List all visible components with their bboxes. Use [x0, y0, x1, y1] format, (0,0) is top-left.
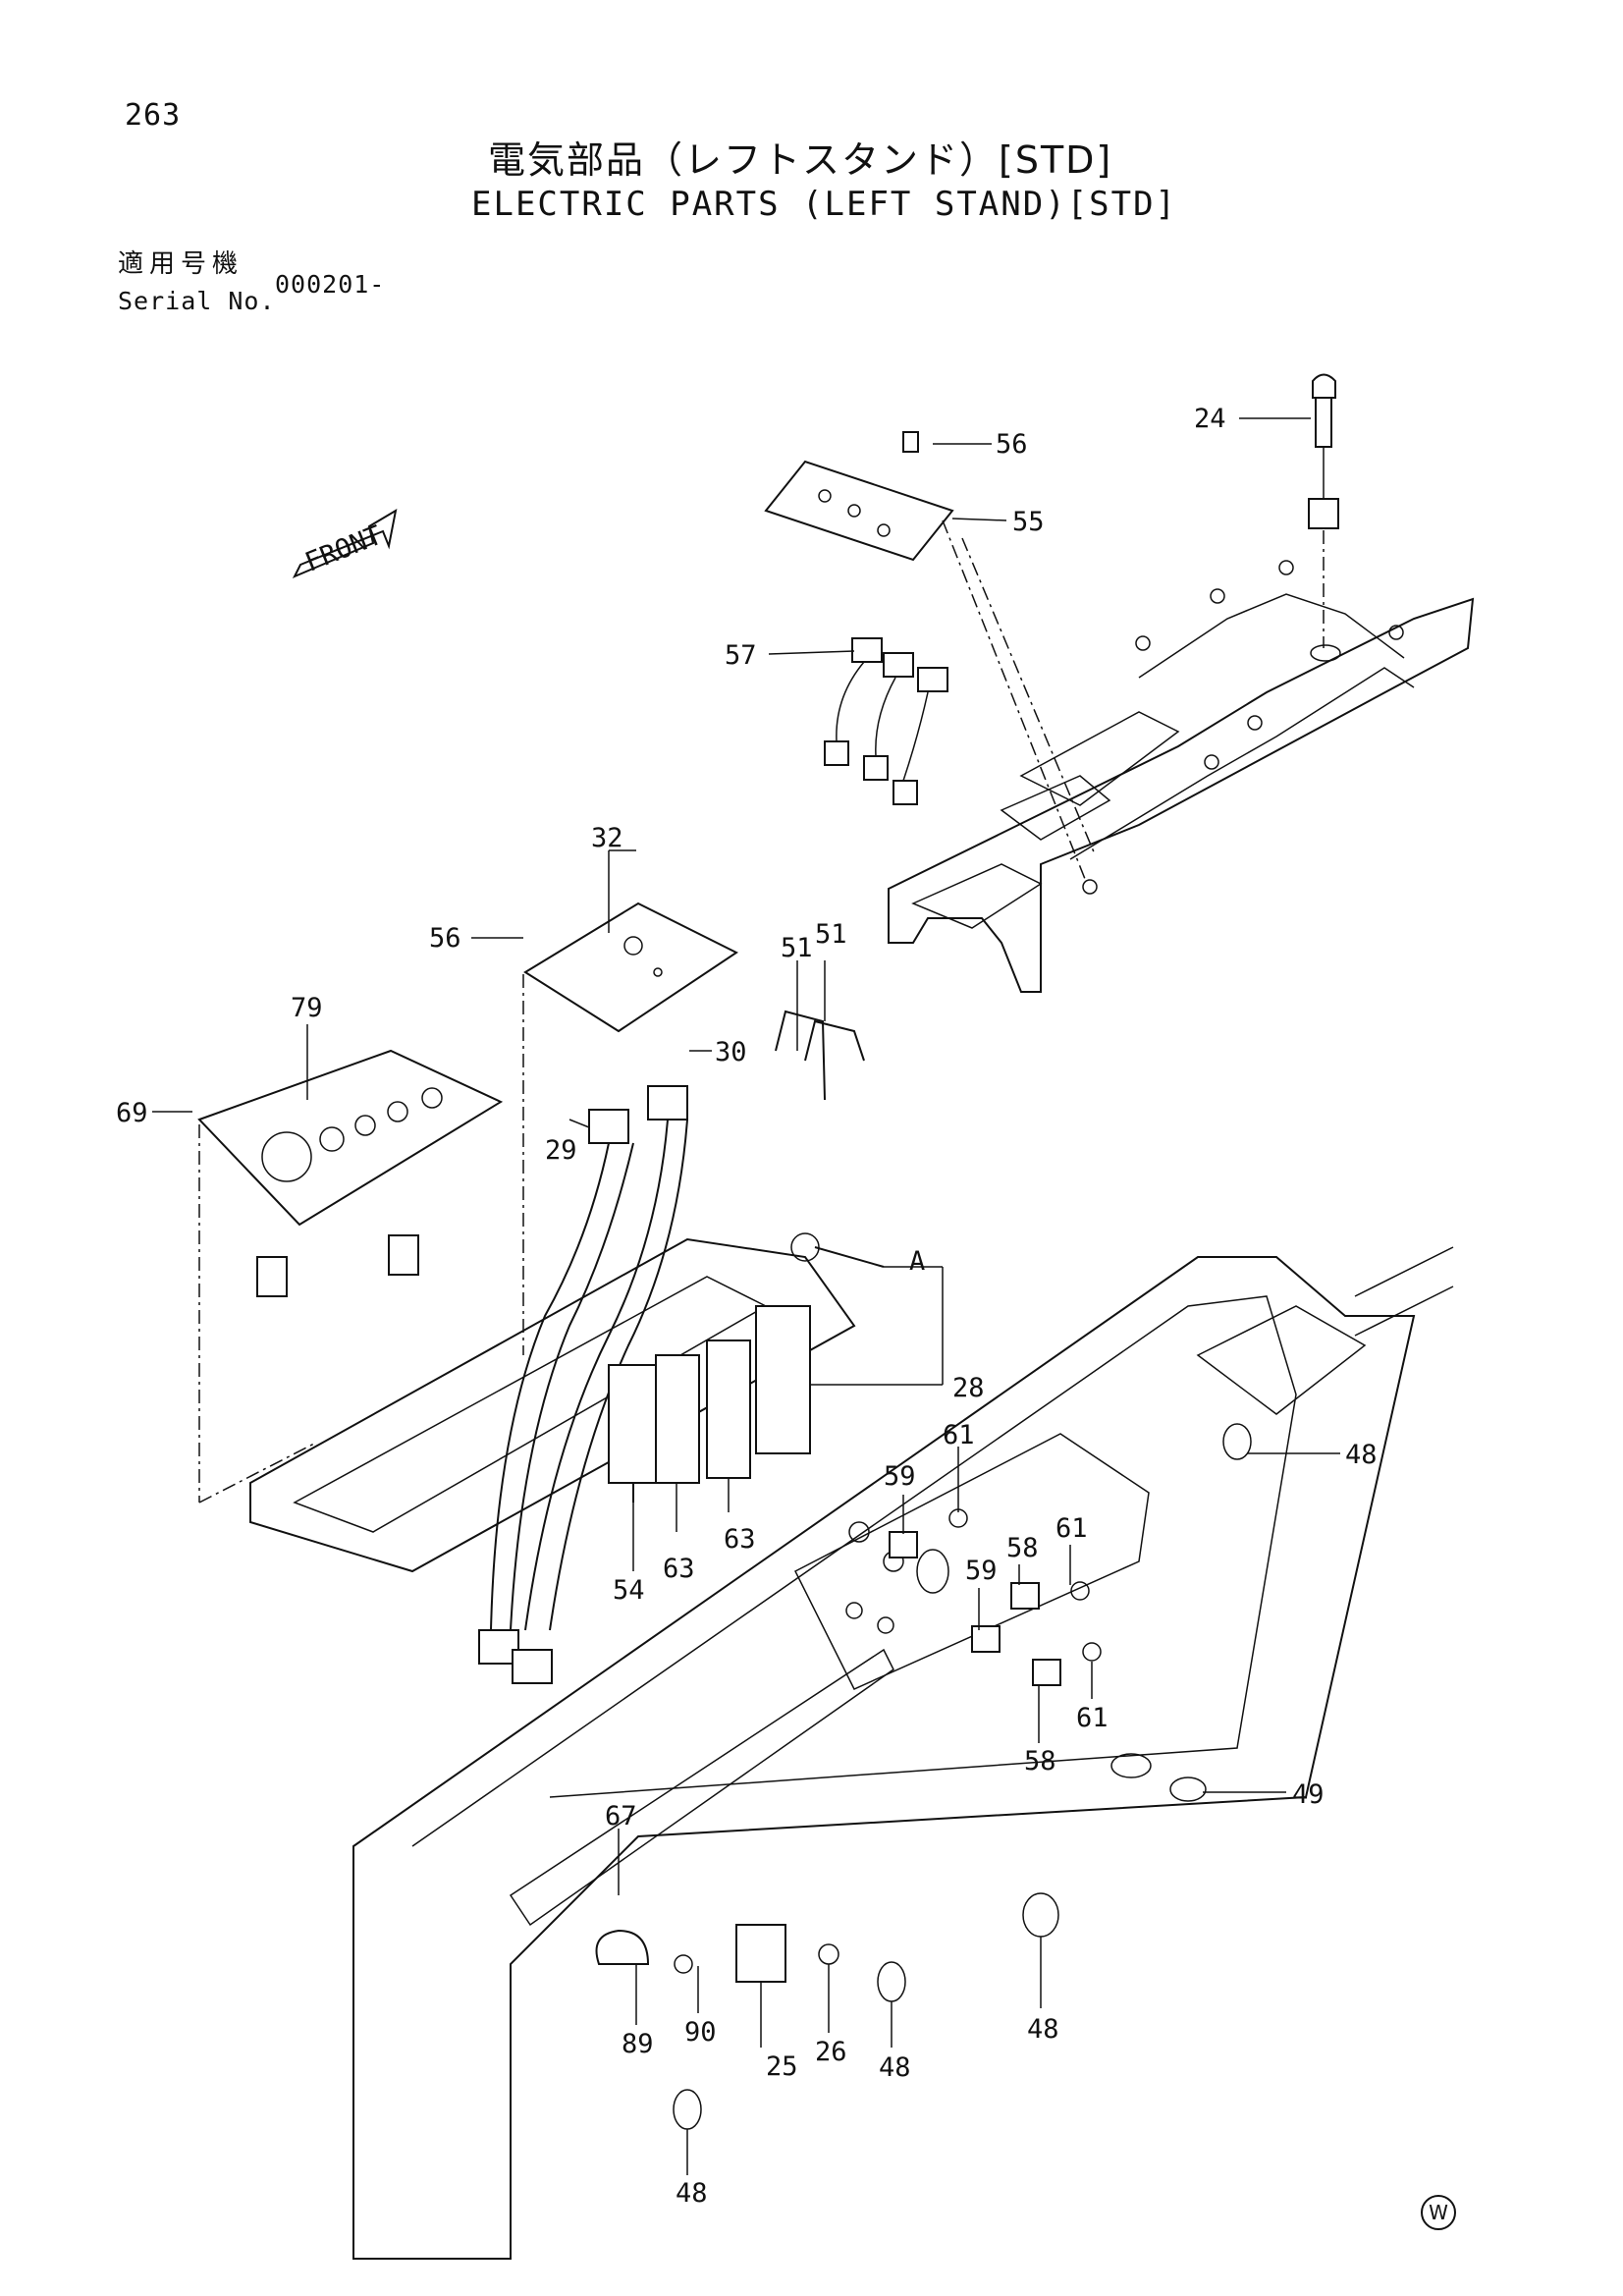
callout-55: 55 — [1012, 507, 1045, 537]
callout-61-lower: 61 — [1076, 1703, 1109, 1733]
lower-stand-frame — [352, 1246, 1454, 2260]
callout-29: 29 — [545, 1135, 577, 1166]
callout-30: 30 — [715, 1037, 747, 1067]
callout-26: 26 — [815, 2037, 847, 2067]
mounting-plate-part-32 — [522, 902, 738, 1355]
callout-32: 32 — [591, 823, 623, 853]
callout-25: 25 — [766, 2051, 798, 2082]
u-bolt-parts-51 — [775, 1010, 865, 1101]
callout-24: 24 — [1194, 404, 1226, 434]
callout-63-right: 63 — [724, 1524, 756, 1555]
callout-56-mid: 56 — [429, 923, 461, 954]
callout-48-right: 48 — [1345, 1440, 1378, 1470]
callout-56-top: 56 — [996, 429, 1028, 460]
clamps-48-49 — [673, 1423, 1252, 2130]
cover-plate-part-55 — [764, 431, 1096, 880]
callout-89: 89 — [622, 2029, 654, 2059]
upper-stand-frame — [888, 560, 1475, 993]
callout-51-right: 51 — [815, 919, 847, 950]
callout-49: 49 — [1292, 1779, 1325, 1810]
watermark-logo: W — [1421, 2195, 1456, 2230]
callout-48-lower: 48 — [879, 2052, 911, 2083]
callout-61-upper: 61 — [943, 1420, 975, 1450]
key-switch-assembly-part-28 — [608, 1232, 885, 1503]
title-english: ELECTRIC PARTS (LEFT STAND)[STD] — [471, 185, 1178, 224]
callout-labels: 24 56 55 57 32 56 51 51 79 30 69 29 A 28… — [116, 404, 1378, 2209]
toggle-switches-29-30 — [478, 1085, 688, 1684]
switch-panel-part-79 — [197, 1049, 504, 1503]
callout-63-left: 63 — [663, 1554, 695, 1584]
callout-58-lower: 58 — [1024, 1746, 1056, 1777]
callout-59-upper: 59 — [884, 1461, 916, 1492]
callout-51-left: 51 — [781, 933, 813, 963]
lamp-part-24 — [1308, 373, 1339, 648]
page-number: 263 — [125, 98, 182, 133]
callout-28: 28 — [952, 1373, 985, 1403]
callout-58-upper: 58 — [1006, 1533, 1039, 1563]
front-arrow-label: FRONT — [301, 520, 387, 578]
title-japanese: 電気部品（レフトスタンド）[STD] — [488, 138, 1113, 182]
callout-48-center: 48 — [1027, 2014, 1059, 2045]
serial-label-japanese: 適用号機 — [118, 249, 244, 279]
switch-assembly-part-57 — [824, 637, 948, 805]
relay-part-25 — [595, 1924, 839, 1983]
front-arrow-icon: FRONT — [292, 509, 398, 578]
callout-59-lower: 59 — [965, 1556, 998, 1586]
leader-lines — [152, 417, 1340, 2175]
callout-48-bottom: 48 — [676, 2178, 708, 2209]
serial-label-english: Serial No. — [118, 287, 276, 315]
callout-67: 67 — [605, 1801, 637, 1831]
callout-A: A — [909, 1246, 925, 1277]
callout-69: 69 — [116, 1098, 148, 1128]
callout-90: 90 — [684, 2017, 717, 2048]
callout-57: 57 — [725, 640, 757, 671]
callout-54: 54 — [613, 1575, 645, 1606]
callout-79: 79 — [291, 993, 323, 1023]
brackets-58-59-screws-61 — [889, 1508, 1102, 1686]
callout-61-mid: 61 — [1055, 1513, 1088, 1544]
serial-number-value: 000201- — [275, 270, 386, 299]
